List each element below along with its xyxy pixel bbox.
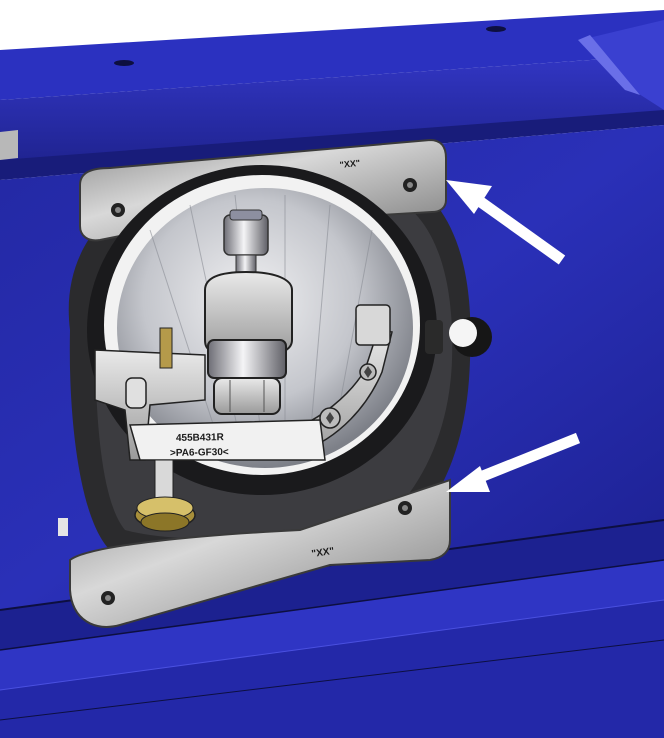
left-bracket: 455B431R >PA6-GF30< <box>94 327 326 461</box>
bulb-assembly <box>204 209 293 415</box>
panel-hole-icon <box>486 26 506 32</box>
adjuster-knob <box>425 317 492 357</box>
upper-panel <box>0 10 664 180</box>
panel-hole-icon <box>114 60 134 66</box>
gear-adjuster <box>134 459 196 532</box>
arrow-lower <box>446 432 581 492</box>
part-number-label: 455B431R <box>176 432 225 444</box>
bracket-bottom-marking: "XX" <box>311 546 335 560</box>
arrow-upper <box>446 180 566 265</box>
material-label: >PA6-GF30< <box>170 447 229 459</box>
bracket-top-marking: "XX" <box>339 158 360 170</box>
lower-mounting-bracket: "XX" <box>69 478 451 628</box>
